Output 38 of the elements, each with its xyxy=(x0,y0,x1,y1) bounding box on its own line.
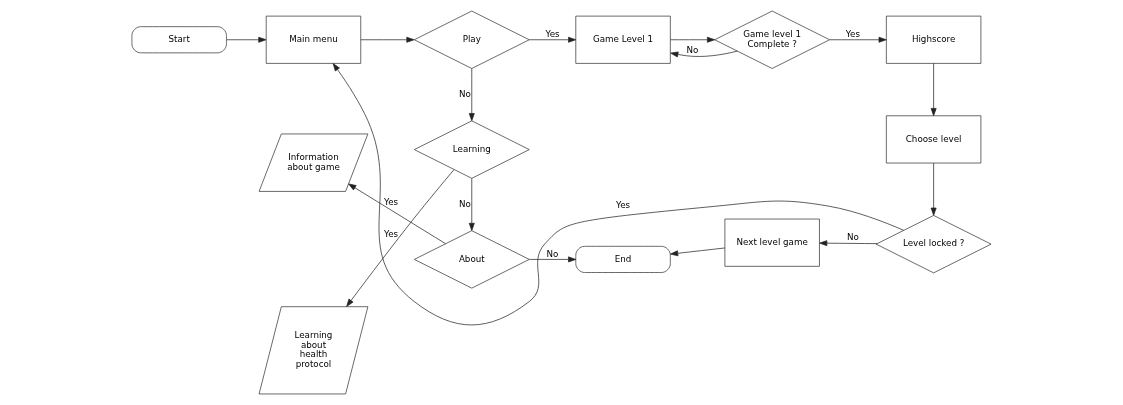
node-diamond: Level locked ? xyxy=(875,215,992,274)
node-box: Choose level xyxy=(886,115,982,164)
node-box: Highscore xyxy=(886,15,982,64)
node-diamond: Learning xyxy=(413,120,530,179)
arrow xyxy=(529,256,577,263)
arrow xyxy=(346,169,455,307)
edge-label: No xyxy=(546,248,559,259)
edge-label: No xyxy=(686,45,699,56)
edge-label: Yes xyxy=(845,29,860,40)
arrow xyxy=(829,36,887,43)
node-box: Start xyxy=(131,26,227,54)
arrow xyxy=(930,63,937,117)
node-diamond: Play xyxy=(413,10,530,69)
edge-label: Yes xyxy=(616,200,631,211)
arrow xyxy=(468,178,475,231)
node-box: Main menu xyxy=(265,15,362,64)
node-box: Next level game xyxy=(724,218,820,267)
arrow xyxy=(930,162,937,216)
arrow xyxy=(360,36,415,43)
edge-label: Yes xyxy=(384,197,399,208)
arrow xyxy=(670,36,716,43)
arrow xyxy=(670,50,738,58)
arrow xyxy=(670,247,726,257)
edge-label: No xyxy=(458,88,471,99)
arrow xyxy=(332,63,904,326)
node-box: Game Level 1 xyxy=(575,15,671,64)
edge-label: No xyxy=(458,198,471,209)
arrow xyxy=(529,36,577,43)
edge-label: No xyxy=(846,232,859,243)
edge-label: Yes xyxy=(384,228,399,239)
arrow xyxy=(468,68,475,122)
arrow xyxy=(226,36,267,43)
node-diamond: About xyxy=(413,230,530,289)
node-box: End xyxy=(575,245,671,273)
arrow xyxy=(819,240,878,247)
edge-label: Yes xyxy=(545,29,560,40)
arrow xyxy=(348,183,446,244)
node-diamond: Game level 1 Complete ? xyxy=(714,10,830,69)
